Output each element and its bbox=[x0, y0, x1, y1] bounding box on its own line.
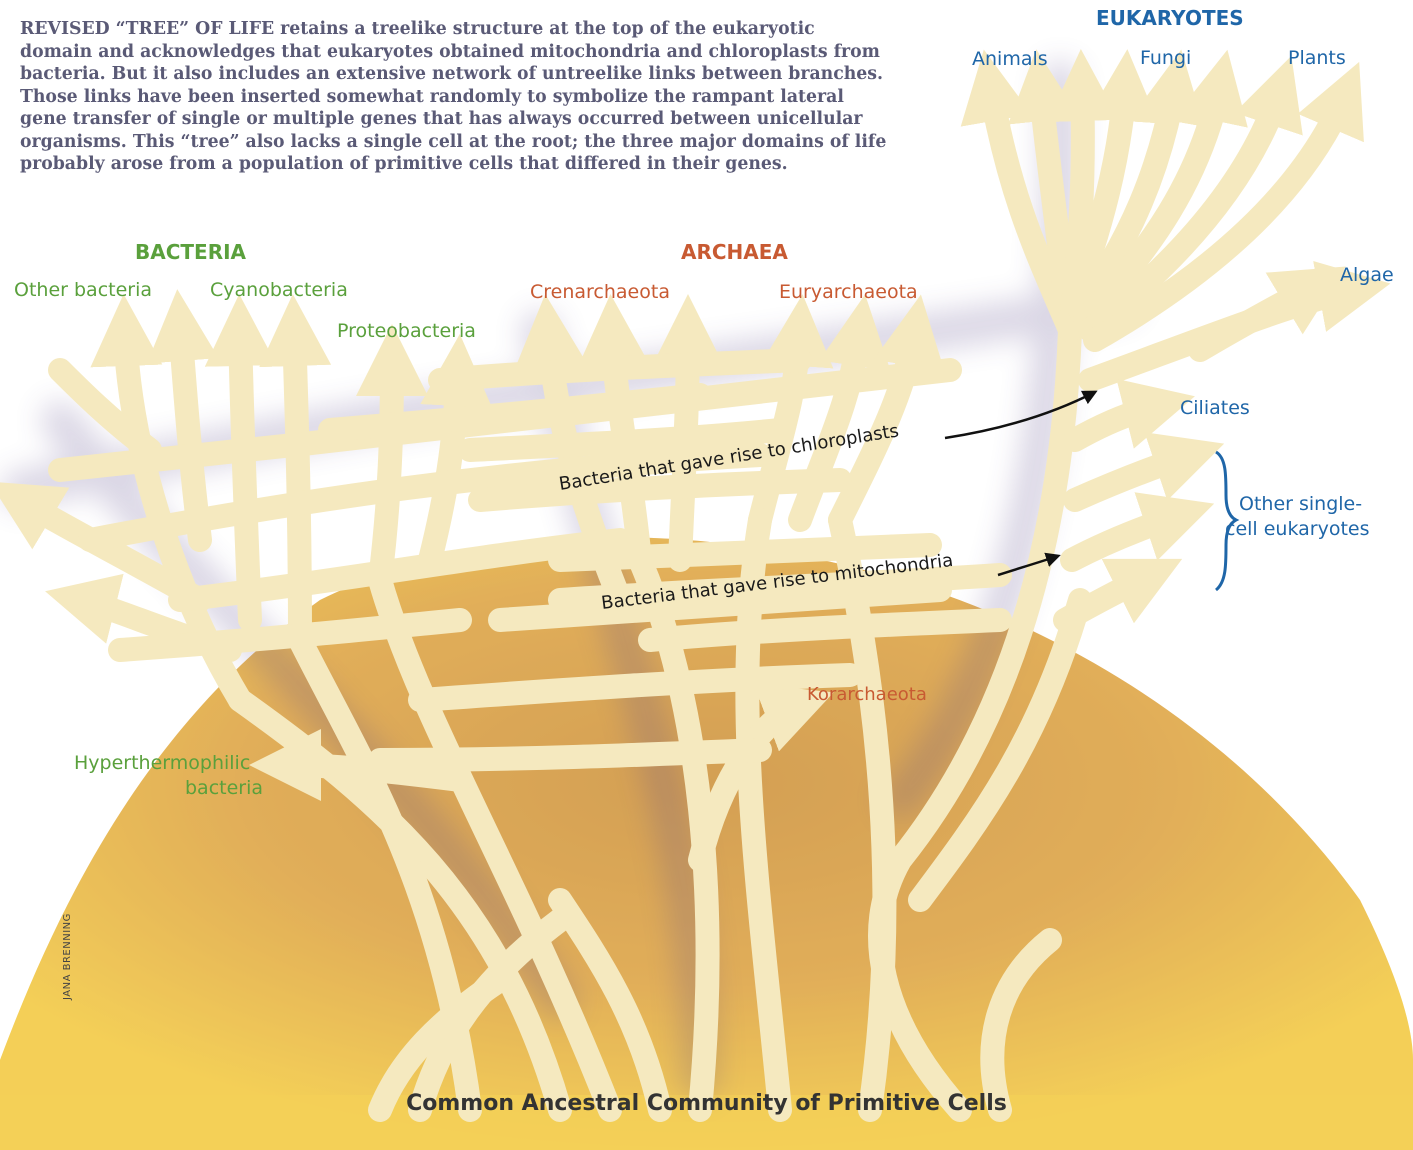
label-hyperthermophilic-2: bacteria bbox=[185, 777, 263, 799]
label-ciliates: Ciliates bbox=[1180, 397, 1250, 419]
label-other-bacteria: Other bacteria bbox=[14, 279, 152, 301]
domain-archaea: ARCHAEA bbox=[681, 240, 788, 264]
label-crenarchaeota: Crenarchaeota bbox=[530, 281, 670, 303]
domain-eukaryotes: EUKARYOTES bbox=[1096, 6, 1244, 30]
domain-bacteria: BACTERIA bbox=[135, 240, 246, 264]
root-label: Common Ancestral Community of Primitive … bbox=[0, 1091, 1413, 1116]
label-animals: Animals bbox=[972, 48, 1048, 70]
caption: REVISED “TREE” OF LIFE retains a treelik… bbox=[20, 18, 890, 176]
label-cyanobacteria: Cyanobacteria bbox=[210, 279, 348, 301]
label-other-single-cell-2: cell eukaryotes bbox=[1225, 518, 1370, 540]
label-proteobacteria: Proteobacteria bbox=[337, 320, 476, 342]
label-hyperthermophilic-1: Hyperthermophilic bbox=[74, 752, 250, 774]
label-fungi: Fungi bbox=[1140, 47, 1191, 69]
label-other-single-cell-1: Other single- bbox=[1239, 493, 1362, 515]
label-algae: Algae bbox=[1340, 264, 1394, 286]
label-korarchaeota: Korarchaeota bbox=[807, 684, 927, 705]
label-plants: Plants bbox=[1288, 47, 1346, 69]
label-euryarchaeota: Euryarchaeota bbox=[779, 281, 918, 303]
artist-credit: JANA BRENNING bbox=[62, 913, 73, 1000]
